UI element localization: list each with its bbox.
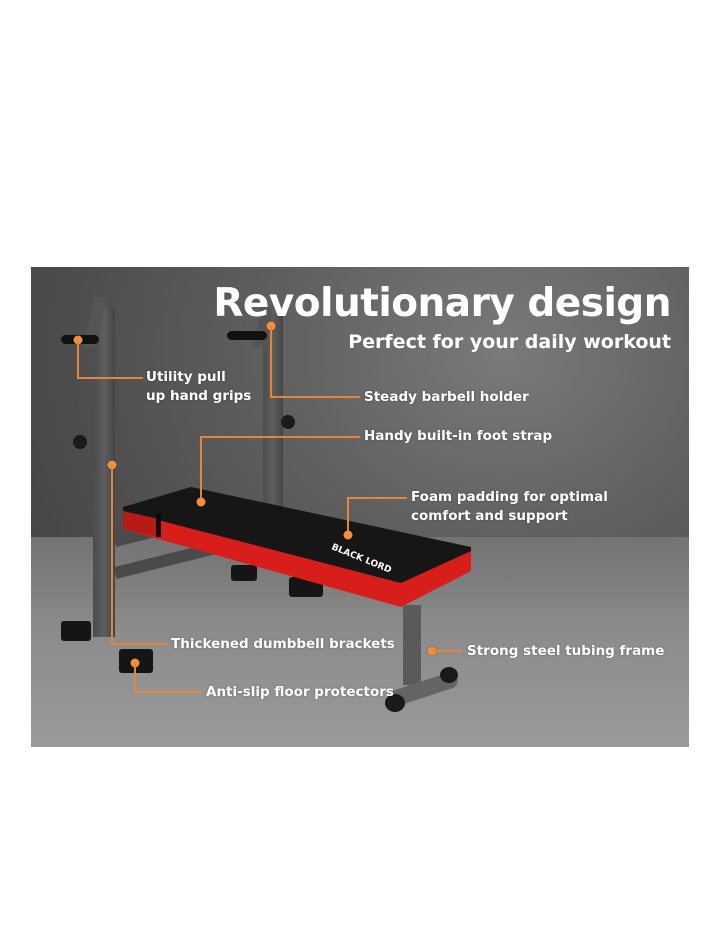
callout-dot [196, 497, 206, 507]
bench-pad: BLACK LORD [123, 487, 471, 712]
right-upright [263, 315, 283, 565]
right-grip [227, 331, 267, 340]
subheadline: Perfect for your daily workout [348, 331, 671, 353]
headline: Revolutionary design [213, 281, 671, 326]
product-image: BLACK LORD Revolutionary design Perfect … [31, 267, 689, 747]
left-upright [93, 307, 115, 637]
callout-dot [343, 530, 353, 540]
